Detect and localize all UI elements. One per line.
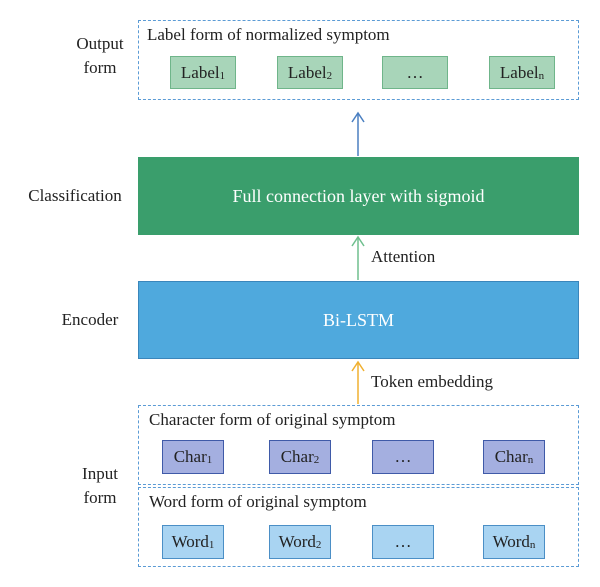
word-token-n-base: Word: [492, 532, 530, 551]
char-token-n-sub: n: [527, 454, 534, 466]
word-token-1-base: Word: [171, 532, 209, 551]
output-form-label: Output form: [60, 32, 140, 80]
char-token-1-sub: 1: [206, 454, 213, 466]
encoder-layer-label: Bi-LSTM: [322, 309, 394, 330]
classification-layer-label: Full connection layer with sigmoid: [232, 185, 485, 206]
word-token-2-base: Word: [278, 532, 316, 551]
label-token-n-sub: n: [538, 69, 545, 82]
word-token-ellipsis: …: [372, 525, 434, 559]
word-token-2-sub: 2: [315, 539, 322, 551]
attention-label: Attention: [371, 247, 436, 266]
word-token-n-sub: n: [529, 539, 536, 551]
classification-layer: Full connection layer with sigmoid: [138, 157, 579, 235]
input-form-label-line2: form: [83, 488, 117, 507]
attention-arrow: [351, 235, 365, 280]
word-form-title: Word form of original symptom: [149, 492, 367, 511]
output-arrow: [351, 111, 365, 156]
char-token-1-base: Char: [173, 447, 207, 466]
label-token-ellipsis: …: [382, 56, 448, 89]
char-token-2-sub: 2: [313, 454, 320, 466]
label-token-n-base: Label: [499, 62, 539, 82]
label-token-2-base: Label: [287, 62, 327, 82]
word-token-1-sub: 1: [208, 539, 215, 551]
char-token-ellipsis-text: …: [394, 447, 412, 466]
encoder-label: Encoder: [61, 310, 119, 329]
output-form-label-line2: form: [83, 58, 117, 77]
label-token-1-sub: 1: [219, 69, 226, 82]
char-token-n-base: Char: [494, 447, 528, 466]
input-form-label: Input form: [60, 462, 140, 510]
token-embedding-label: Token embedding: [371, 372, 494, 391]
label-token-2-sub: 2: [326, 69, 333, 82]
output-form-title: Label form of normalized symptom: [147, 25, 390, 44]
classification-label: Classification: [28, 186, 122, 205]
label-token-ellipsis-text: …: [406, 62, 424, 82]
input-form-label-line1: Input: [82, 464, 118, 483]
encoder-layer: Bi-LSTM: [138, 281, 579, 359]
output-form-label-line1: Output: [76, 34, 124, 53]
word-token-ellipsis-text: …: [394, 532, 412, 551]
token-embedding-arrow: [351, 360, 365, 404]
char-token-ellipsis: …: [372, 440, 434, 474]
char-token-2-base: Char: [280, 447, 314, 466]
label-token-1-base: Label: [180, 62, 220, 82]
character-form-title: Character form of original symptom: [149, 410, 396, 429]
